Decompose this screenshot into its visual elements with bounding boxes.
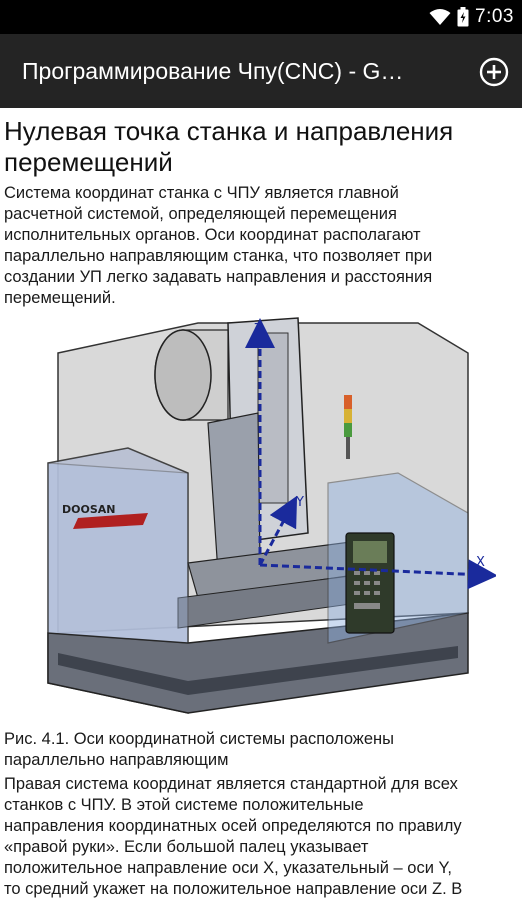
y-axis-label: Y	[295, 495, 304, 510]
x-axis-arrow	[259, 559, 496, 590]
status-time: 7:03	[475, 6, 514, 27]
wifi-icon	[429, 9, 451, 25]
figure-caption: Рис. 4.1. Оси координатной системы распо…	[4, 729, 522, 771]
battery-icon	[457, 7, 469, 27]
text-line: Правая система координат является станда…	[4, 775, 458, 793]
text-line: параллельно направляющим	[4, 751, 229, 769]
heading-line: Нулевая точка станка и направления	[4, 116, 454, 146]
status-icons: 7:03	[429, 0, 514, 34]
heading-line: перемещений	[4, 147, 173, 177]
text-line: Система координат станка с ЧПУ является …	[4, 184, 399, 202]
intro-paragraph: Система координат станка с ЧПУ является …	[4, 183, 522, 309]
app-bar: Программирование Чпу(CNC) - G…	[0, 34, 522, 108]
text-line: расчетной системой, определяющей перемещ…	[4, 205, 397, 223]
add-circle-icon[interactable]	[478, 56, 510, 88]
text-line: параллельно направляющим станка, что поз…	[4, 247, 433, 265]
text-line: «правой руки». Если большой палец указыв…	[4, 838, 369, 856]
text-line: Рис. 4.1. Оси координатной системы распо…	[4, 730, 394, 748]
text-line: создании УП легко задавать направления и…	[4, 268, 433, 286]
base-shadow	[58, 646, 458, 695]
text-line: то средний укажет на положительное напра…	[4, 880, 463, 898]
text-line: исполнительных органов. Оси координат ра…	[4, 226, 421, 244]
z-axis-label: Z	[254, 322, 263, 337]
brand-label: DOOSAN	[62, 503, 115, 516]
text-line: перемещений.	[4, 289, 116, 307]
status-bar: 7:03	[0, 0, 522, 34]
x-axis-label: X	[476, 555, 485, 570]
article-heading: Нулевая точка станка и направления перем…	[4, 116, 520, 178]
machine-base	[47, 612, 469, 714]
text-line: положительное направление оси X, указате…	[4, 859, 452, 877]
text-line: станков с ЧПУ. В этой системе положитель…	[4, 796, 364, 814]
cnc-machine-figure: DOOSAN Z Y X	[47, 317, 496, 714]
app-title: Программирование Чпу(CNC) - G…	[22, 58, 404, 84]
text-line: направления координатных осей определяют…	[4, 817, 462, 835]
body-paragraph: Правая система координат является станда…	[4, 774, 522, 900]
